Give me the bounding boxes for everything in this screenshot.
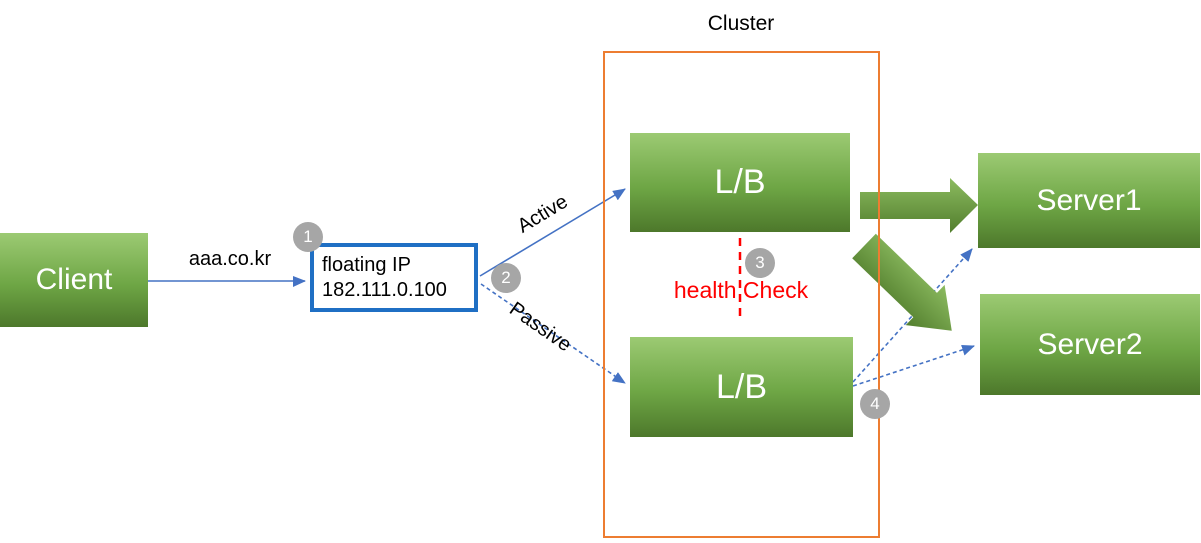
passive-arrow xyxy=(480,283,626,384)
domain-label: aaa.co.kr xyxy=(188,248,272,270)
floating-ip-node: floating IP 182.111.0.100 xyxy=(310,243,478,312)
load-balancer-top-node: L/B xyxy=(630,133,850,232)
active-arrow xyxy=(479,188,626,277)
step-badge-4: 4 xyxy=(860,389,890,419)
floating-ip-title: floating IP xyxy=(322,253,411,276)
step-3-number: 3 xyxy=(755,253,765,272)
step-badge-2: 2 xyxy=(491,263,521,293)
client-label: Client xyxy=(35,263,113,296)
lb1-to-server1-block-arrow xyxy=(860,178,978,233)
client-node: Client xyxy=(0,233,148,327)
load-balancer-bottom-node: L/B xyxy=(630,337,853,437)
server2-label: Server2 xyxy=(1037,327,1143,361)
cluster-title: Cluster xyxy=(707,12,775,35)
lb2-to-server1-arrow xyxy=(852,248,973,383)
lb-top-label: L/B xyxy=(714,163,766,201)
health-check-label: health Check xyxy=(673,277,809,303)
server2-node: Server2 xyxy=(980,294,1200,395)
lb2-to-server2-arrow xyxy=(852,345,975,387)
floating-ip-address: 182.111.0.100 xyxy=(322,278,447,301)
step-badge-1: 1 xyxy=(293,222,323,252)
step-2-number: 2 xyxy=(501,268,511,287)
lb-bottom-label: L/B xyxy=(715,367,768,406)
lb1-to-server2-block-arrow xyxy=(852,233,952,331)
server1-label: Server1 xyxy=(1036,183,1142,217)
step-4-number: 4 xyxy=(870,394,880,413)
step-1-number: 1 xyxy=(303,227,313,246)
server1-node: Server1 xyxy=(978,153,1200,248)
step-badge-3: 3 xyxy=(745,248,775,278)
